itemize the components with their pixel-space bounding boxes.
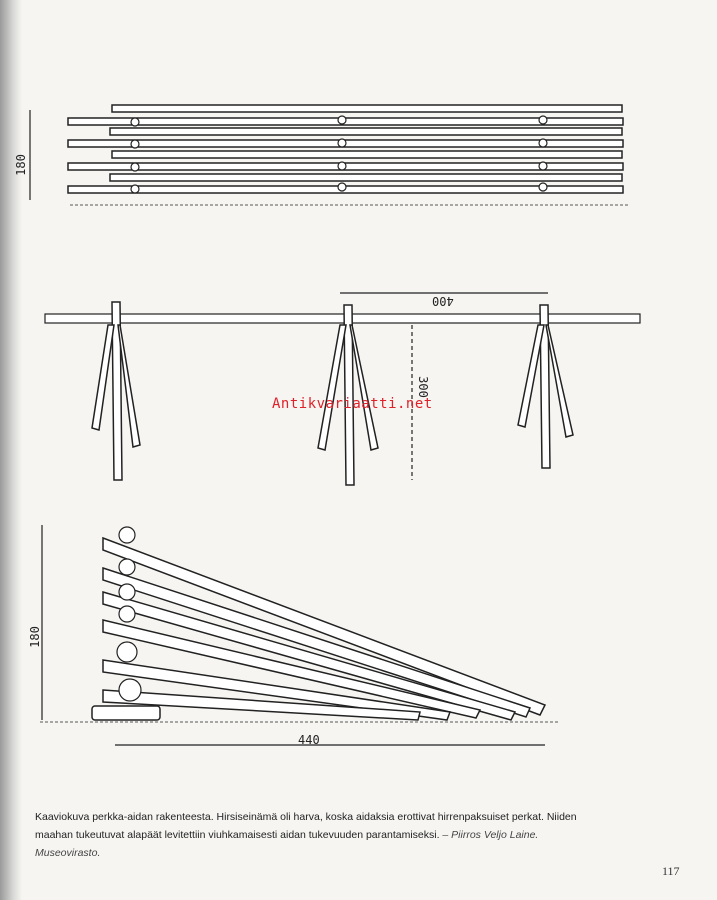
caption-text: Kaaviokuva perkka-aidan rakenteesta. Hir…: [35, 811, 577, 841]
page-number: 117: [662, 864, 680, 878]
caption-credit: – Piirros Veljo Laine. Museovirasto.: [35, 829, 539, 859]
fence-front-drawing: [44, 292, 641, 486]
plan-height-label: 300: [415, 376, 430, 398]
book-spine-shadow: [0, 0, 22, 900]
watermark: Antikvariaatti.net: [272, 396, 433, 412]
fence-section-drawing: [40, 525, 560, 746]
section-height-label: 180: [27, 626, 42, 648]
section-width-label: 440: [298, 733, 320, 747]
fence-drawings: [29, 104, 641, 746]
fence-elevation-drawing: [29, 104, 630, 206]
elevation-height-label: 180: [13, 154, 28, 176]
figure-caption: Kaaviokuva perkka-aidan rakenteesta. Hir…: [35, 808, 595, 862]
plan-spacing-label: 400: [432, 294, 454, 308]
